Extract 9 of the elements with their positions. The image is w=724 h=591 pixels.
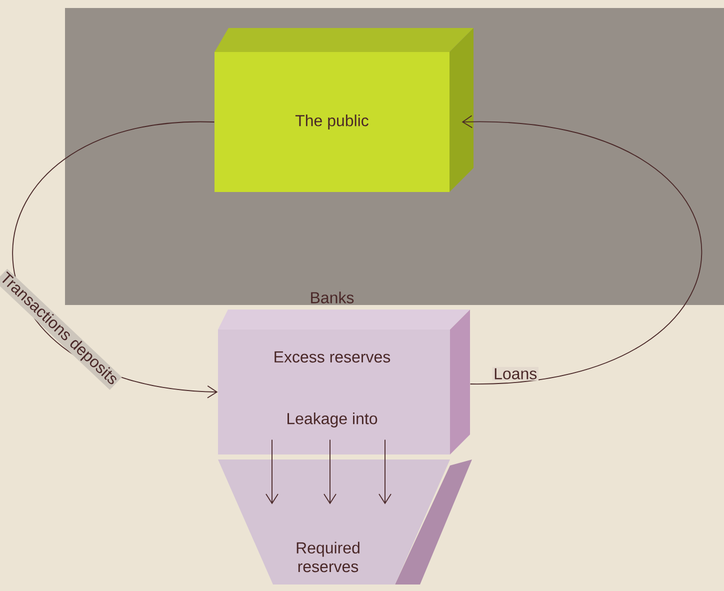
edge-label: Loans: [492, 366, 538, 381]
funnel-box: Required reserves: [218, 460, 472, 584]
node-label: Banks: [311, 292, 354, 304]
bank-box: Banks Excess reserves Leakage into: [218, 292, 470, 454]
arrow: [462, 115, 702, 384]
arrow: [324, 439, 336, 504]
arrow: [378, 439, 392, 504]
arrow: [266, 439, 278, 504]
public-box: The public: [214, 28, 474, 192]
